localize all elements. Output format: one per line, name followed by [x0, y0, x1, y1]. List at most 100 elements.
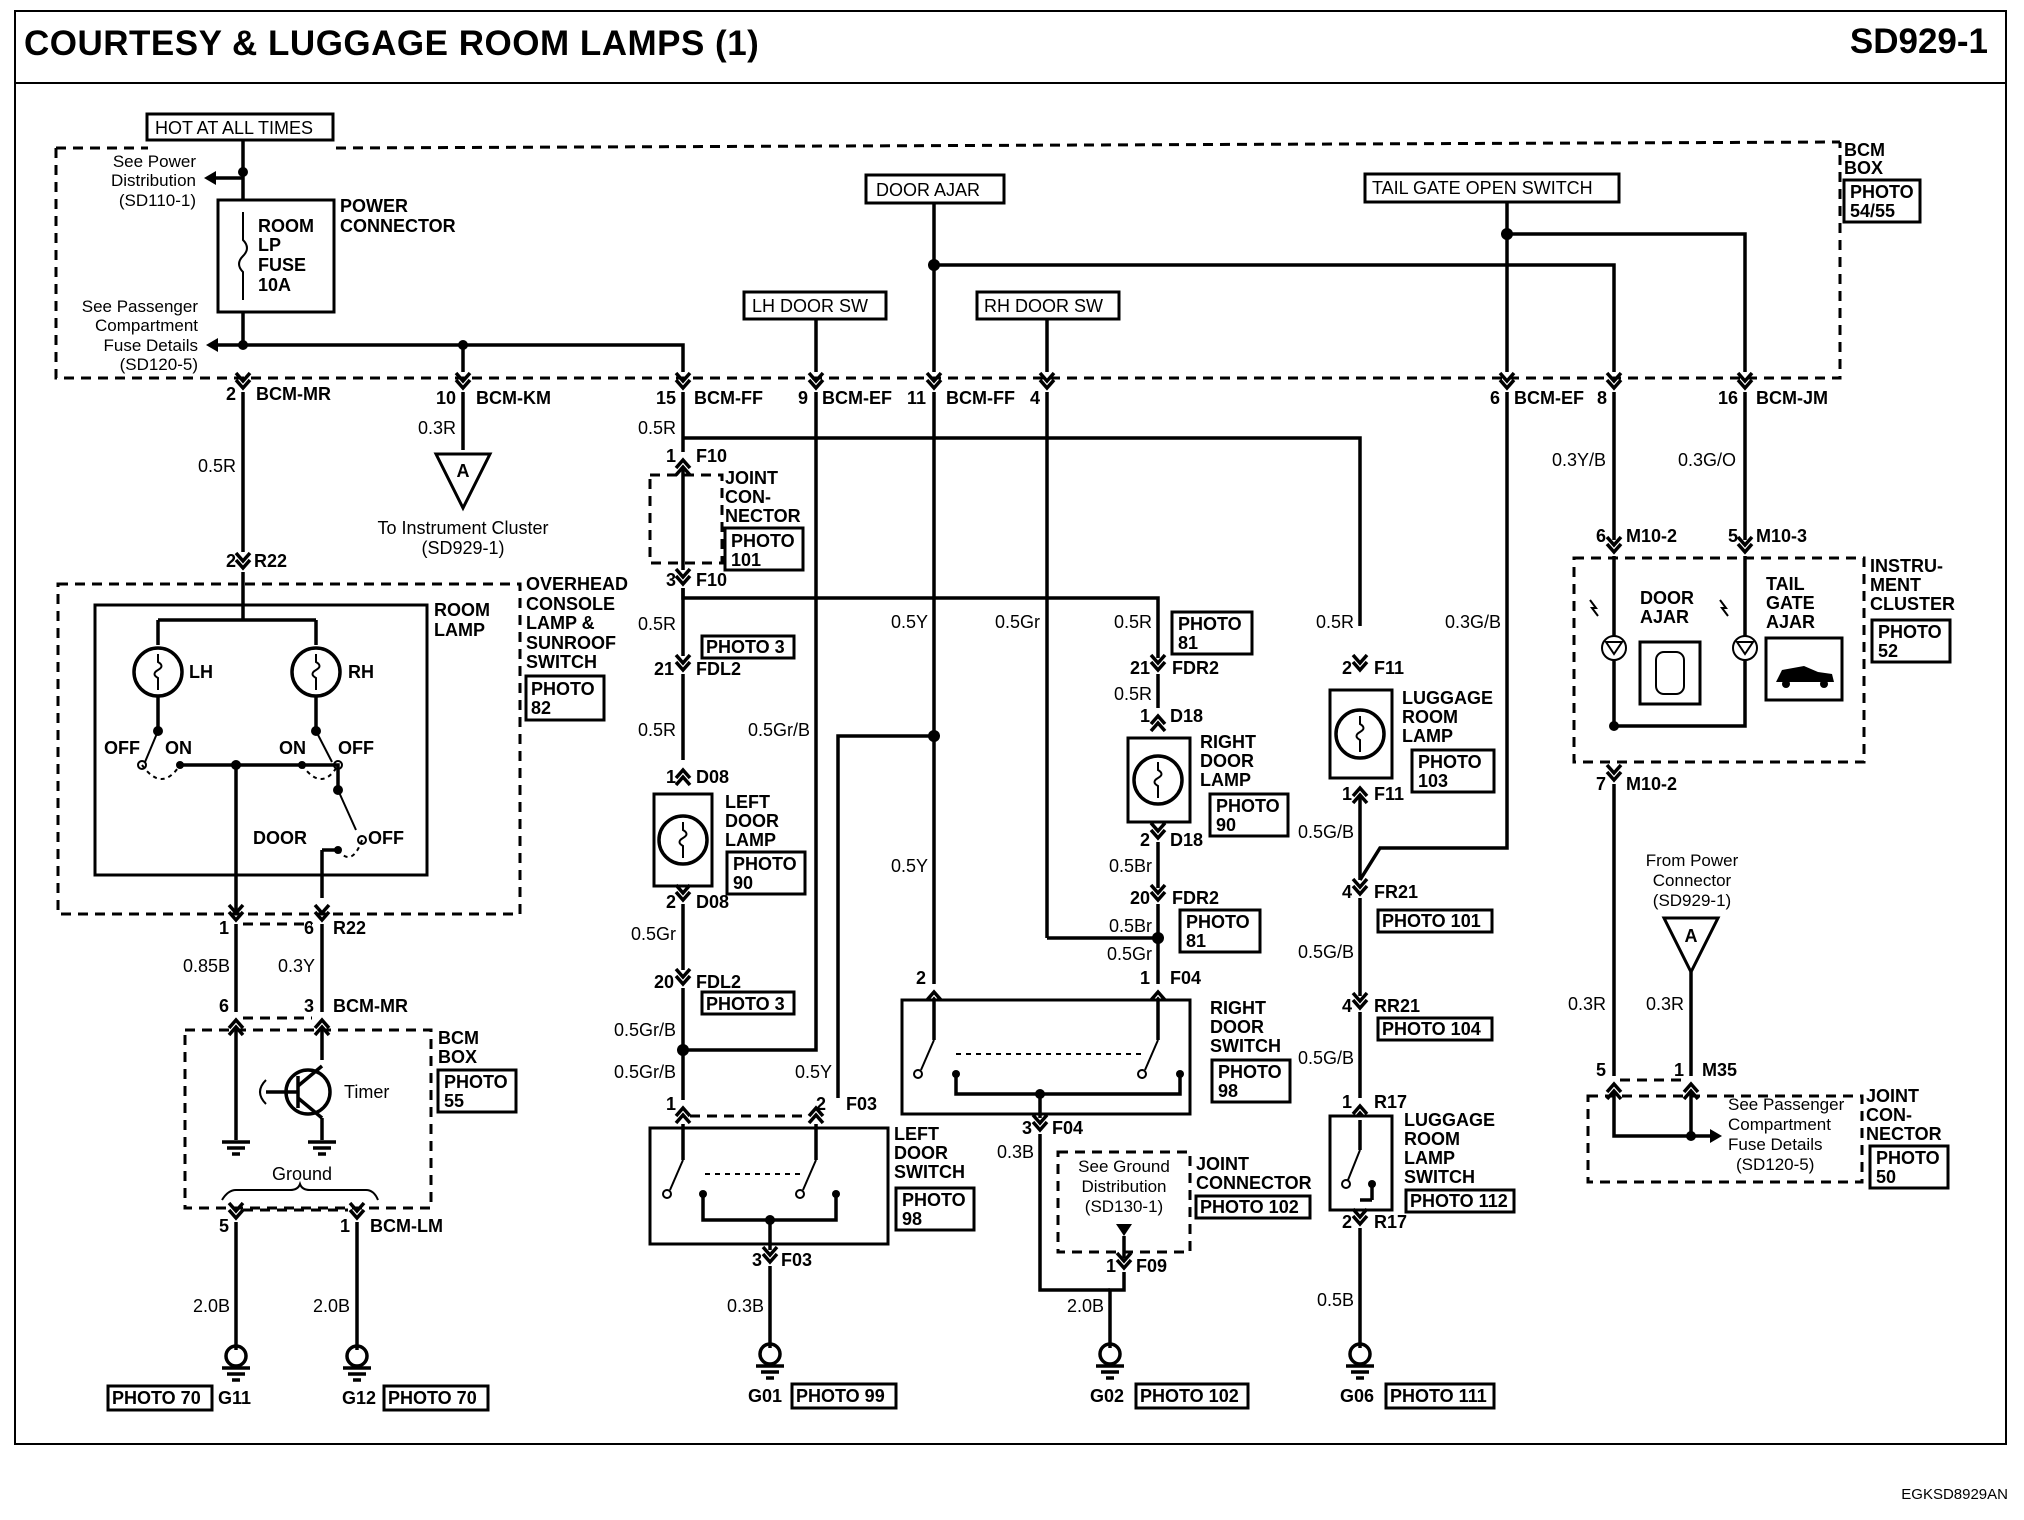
svg-text:OVERHEAD: OVERHEAD [526, 574, 628, 594]
svg-text:2: 2 [1342, 658, 1352, 678]
svg-text:1: 1 [1106, 1256, 1116, 1276]
svg-text:INSTRU-: INSTRU- [1870, 556, 1943, 576]
svg-text:PHOTO: PHOTO [1418, 752, 1482, 772]
svg-text:R22: R22 [333, 918, 366, 938]
svg-text:FDL2: FDL2 [696, 972, 741, 992]
svg-text:PHOTO: PHOTO [1178, 614, 1242, 634]
svg-text:CON-: CON- [725, 487, 771, 507]
svg-text:0.5R: 0.5R [638, 720, 676, 740]
svg-text:101: 101 [731, 550, 761, 570]
svg-text:(SD929-1): (SD929-1) [421, 538, 504, 558]
svg-text:2: 2 [226, 551, 236, 571]
svg-text:PHOTO: PHOTO [531, 679, 595, 699]
svg-text:2: 2 [916, 968, 926, 988]
svg-text:2.0B: 2.0B [313, 1296, 350, 1316]
svg-text:DOOR: DOOR [725, 811, 779, 831]
svg-text:21: 21 [1130, 658, 1150, 678]
svg-text:Fuse Details: Fuse Details [104, 336, 198, 355]
svg-text:LP: LP [258, 235, 281, 255]
svg-text:M10-2: M10-2 [1626, 774, 1677, 794]
svg-text:2: 2 [1140, 830, 1150, 850]
svg-text:1: 1 [666, 767, 676, 787]
svg-text:See Ground: See Ground [1078, 1157, 1170, 1176]
svg-text:FUSE: FUSE [258, 255, 306, 275]
svg-text:0.5G/B: 0.5G/B [1298, 942, 1354, 962]
svg-text:55: 55 [444, 1091, 464, 1111]
svg-text:10: 10 [436, 388, 456, 408]
svg-text:1: 1 [1342, 784, 1352, 804]
svg-text:0.3R: 0.3R [418, 418, 456, 438]
svg-text:21: 21 [654, 659, 674, 679]
bcm-box-label: BCM BOX PHOTO 54/55 [1842, 140, 1922, 224]
svg-text:81: 81 [1186, 931, 1206, 951]
luggage-lamp-branch: 0.5R 2 F11 LUGGAGE ROOM LAMP PHOTO 103 1… [1298, 392, 1516, 1410]
svg-text:RH: RH [348, 662, 374, 682]
svg-text:PHOTO: PHOTO [444, 1072, 508, 1092]
svg-text:LUGGAGE: LUGGAGE [1404, 1110, 1495, 1130]
svg-text:M10-2: M10-2 [1626, 526, 1677, 546]
svg-text:BCM-FF: BCM-FF [694, 388, 763, 408]
svg-text:PHOTO 70: PHOTO 70 [388, 1388, 477, 1408]
svg-text:Compartment: Compartment [95, 316, 198, 335]
svg-text:3: 3 [1022, 1118, 1032, 1138]
svg-text:9: 9 [798, 388, 808, 408]
svg-text:PHOTO 104: PHOTO 104 [1382, 1019, 1481, 1039]
svg-text:TAIL: TAIL [1766, 574, 1805, 594]
svg-text:JOINT: JOINT [1866, 1086, 1919, 1106]
svg-text:0.5Y: 0.5Y [891, 856, 928, 876]
svg-text:ROOM: ROOM [258, 216, 314, 236]
svg-text:0.5Gr/B: 0.5Gr/B [614, 1020, 676, 1040]
svg-text:F10: F10 [696, 570, 727, 590]
footer-code: EGKSD8929AN [1901, 1486, 2008, 1503]
svg-text:20: 20 [654, 972, 674, 992]
svg-text:R17: R17 [1374, 1212, 1407, 1232]
svg-text:(SD120-5): (SD120-5) [120, 355, 198, 374]
svg-text:CON-: CON- [1866, 1105, 1912, 1125]
svg-text:3: 3 [666, 570, 676, 590]
svg-text:DOOR: DOOR [1210, 1017, 1264, 1037]
svg-text:F03: F03 [846, 1094, 877, 1114]
svg-text:PHOTO: PHOTO [1218, 1062, 1282, 1082]
svg-text:0.3Y: 0.3Y [278, 956, 315, 976]
svg-text:20: 20 [1130, 888, 1150, 908]
svg-text:Fuse Details: Fuse Details [1728, 1135, 1822, 1154]
svg-text:Compartment: Compartment [1728, 1115, 1831, 1134]
svg-text:0.5Y: 0.5Y [891, 612, 928, 632]
svg-text:(SD120-5): (SD120-5) [1736, 1155, 1814, 1174]
svg-text:See Power: See Power [113, 152, 196, 171]
svg-text:(SD929-1): (SD929-1) [1653, 891, 1731, 910]
svg-text:NECTOR: NECTOR [1866, 1124, 1942, 1144]
svg-text:5: 5 [1728, 526, 1738, 546]
svg-text:0.5G/B: 0.5G/B [1298, 822, 1354, 842]
svg-text:ON: ON [165, 738, 192, 758]
svg-text:Ground: Ground [272, 1164, 332, 1184]
svg-text:DOOR: DOOR [1640, 588, 1694, 608]
svg-text:BCM-FF: BCM-FF [946, 388, 1015, 408]
svg-text:R17: R17 [1374, 1092, 1407, 1112]
svg-text:M10-3: M10-3 [1756, 526, 1807, 546]
svg-text:FDR2: FDR2 [1172, 658, 1219, 678]
svg-text:DOOR: DOOR [894, 1143, 948, 1163]
svg-text:0.5R: 0.5R [1114, 612, 1152, 632]
svg-text:3: 3 [304, 996, 314, 1016]
svg-text:RIGHT: RIGHT [1210, 998, 1266, 1018]
svg-text:F11: F11 [1374, 658, 1404, 678]
svg-text:G01: G01 [748, 1386, 782, 1406]
svg-text:SWITCH: SWITCH [526, 652, 597, 672]
svg-text:6: 6 [304, 918, 314, 938]
room-lp-fuse: ROOM LP FUSE 10A POWER CONNECTOR [216, 140, 456, 345]
svg-text:PHOTO: PHOTO [733, 854, 797, 874]
hot-at-all-times-label: HOT AT ALL TIMES [145, 112, 335, 142]
header-bar [14, 10, 2007, 84]
svg-text:0.5Gr/B: 0.5Gr/B [748, 720, 810, 740]
svg-text:4: 4 [1342, 996, 1352, 1016]
svg-text:5: 5 [1596, 1060, 1606, 1080]
svg-text:LAMP: LAMP [434, 620, 485, 640]
svg-text:6: 6 [1490, 388, 1500, 408]
svg-text:2.0B: 2.0B [193, 1296, 230, 1316]
svg-text:TAIL GATE OPEN SWITCH: TAIL GATE OPEN SWITCH [1372, 178, 1593, 198]
svg-text:BCM-KM: BCM-KM [476, 388, 551, 408]
see-passenger-note: See Passenger Compartment Fuse Details (… [82, 297, 685, 374]
svg-text:82: 82 [531, 698, 551, 718]
svg-text:4: 4 [1342, 882, 1352, 902]
